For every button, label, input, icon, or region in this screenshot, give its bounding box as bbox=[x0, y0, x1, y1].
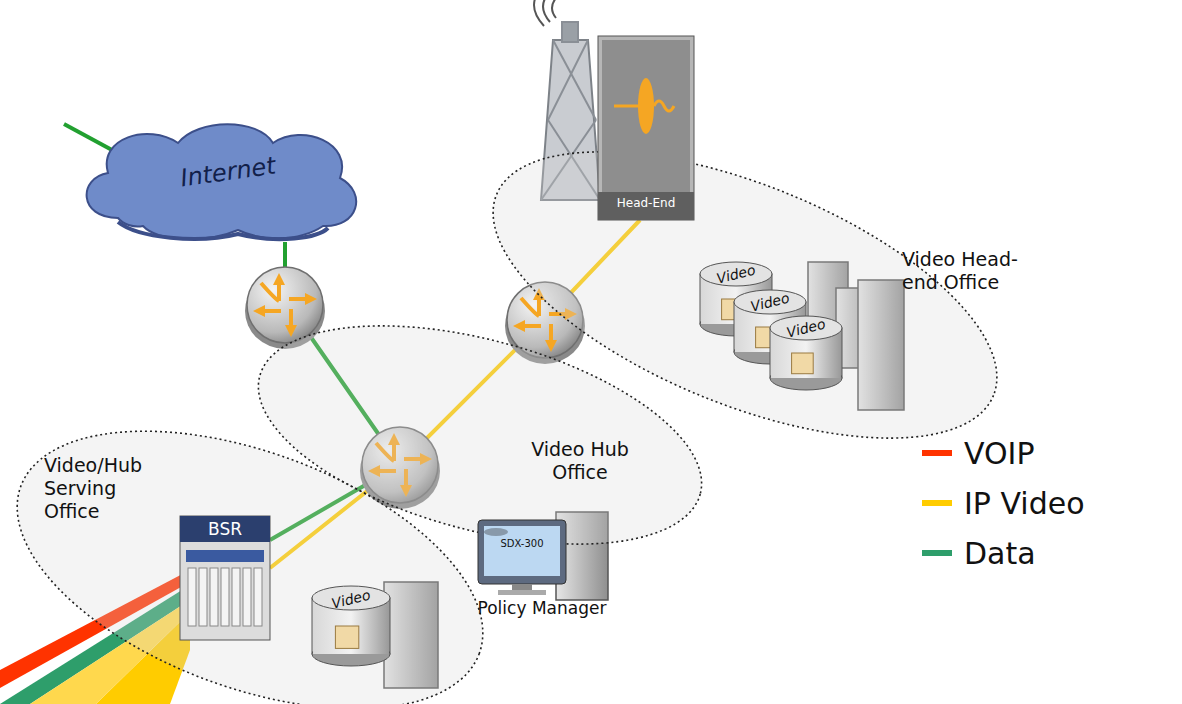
node-label: Head-End bbox=[602, 196, 690, 210]
office-region: Video/Hub Serving OfficeBSR Video bbox=[0, 420, 500, 704]
node-label: BSR bbox=[180, 519, 270, 539]
policy-manager: SDX-300Policy Manager bbox=[462, 512, 622, 624]
legend-swatch bbox=[922, 550, 952, 556]
legend-text: Data bbox=[964, 536, 1036, 571]
legend-swatch bbox=[922, 450, 952, 456]
legend: VOIP IP VideoData bbox=[922, 428, 1085, 578]
head-end-box: Head-End bbox=[598, 36, 694, 220]
internet-uplink bbox=[64, 124, 112, 150]
legend-swatch bbox=[922, 500, 952, 506]
legend-text: IP Video bbox=[964, 486, 1085, 521]
cloud: Internet bbox=[78, 118, 362, 242]
legend-text: VOIP bbox=[964, 436, 1035, 471]
node-label: Video Head-end Office bbox=[902, 248, 1022, 294]
legend-row: IP Video bbox=[922, 478, 1085, 528]
video-storage: Video bbox=[312, 586, 390, 666]
video-storage: Video bbox=[770, 316, 842, 390]
bsr-router: BSR bbox=[180, 516, 270, 640]
legend-row: VOIP bbox=[922, 428, 1085, 478]
head-end-box-shape bbox=[598, 36, 694, 220]
node-label: Video Hub Office bbox=[530, 438, 630, 484]
node-caption: Policy Manager bbox=[462, 598, 622, 618]
node-label: SDX-300 bbox=[488, 538, 556, 550]
node-label: Video/Hub Serving Office bbox=[44, 454, 164, 522]
legend-row: Data bbox=[922, 528, 1085, 578]
